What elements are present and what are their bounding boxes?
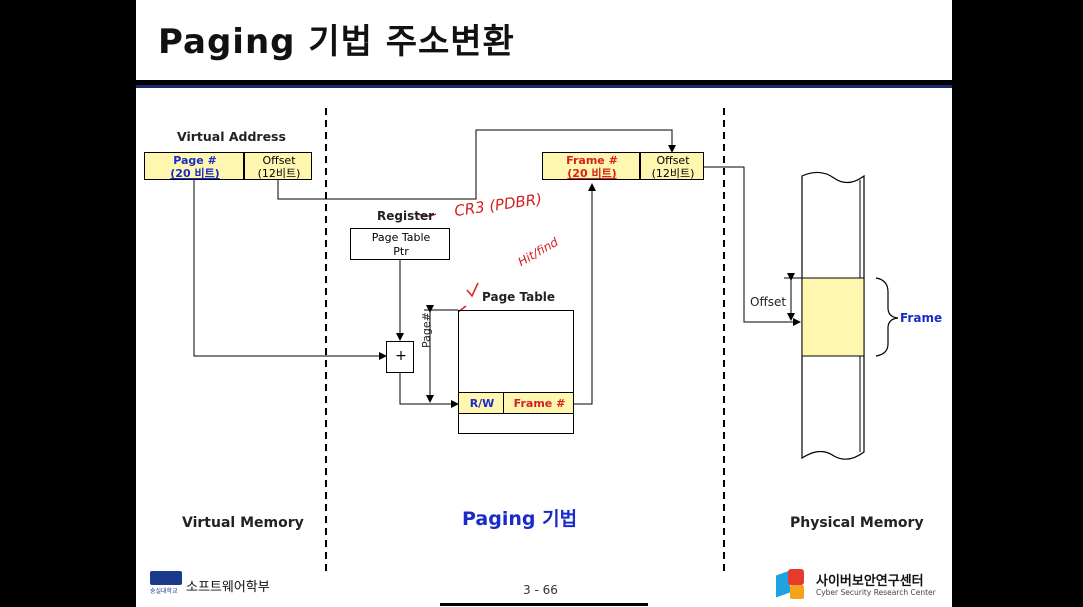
pt-rw-cell: R/W <box>458 392 504 414</box>
university-logo: 숭실대학교 <box>150 571 182 597</box>
research-center-logo <box>776 569 806 601</box>
page-index-label: Page# <box>420 312 433 348</box>
arrow-offset-to-physical <box>277 129 676 200</box>
research-center-name: 사이버보안연구센터 <box>816 574 924 589</box>
va-offset-field: Offset (12비트) <box>244 152 312 180</box>
page-table-ptr-box: Page Table Ptr <box>350 228 450 260</box>
pa-offset-field: Offset (12비트) <box>640 152 704 180</box>
frame-label: Frame <box>900 311 943 325</box>
page-number: 3 - 66 <box>523 583 558 597</box>
register-label: Register <box>377 209 435 223</box>
pt-frame-cell: Frame # <box>503 392 574 414</box>
arrow-physical-to-memory <box>704 166 801 326</box>
frame-brace <box>875 277 899 357</box>
arrow-adder-to-entry <box>399 373 459 408</box>
progress-line <box>440 603 648 606</box>
physical-frame-block <box>801 277 865 357</box>
virtual-memory-label: Virtual Memory <box>182 515 304 531</box>
page-table-label: Page Table <box>482 290 556 304</box>
pa-frame-field: Frame # (20 비트) <box>542 152 640 180</box>
virtual-address-label: Virtual Address <box>177 129 286 144</box>
title-rule-accent <box>136 85 952 88</box>
paging-label: Paging 기법 <box>462 508 578 530</box>
title-rule <box>136 80 952 85</box>
physical-memory-label: Physical Memory <box>790 515 924 531</box>
va-page-field: Page # (20 비트) <box>144 152 244 180</box>
department-name: 소프트웨어학부 <box>186 580 270 595</box>
handwritten-check <box>466 282 479 298</box>
handwritten-arrow <box>417 213 437 217</box>
arrow-page-to-adder <box>193 180 387 360</box>
adder-box: + <box>386 341 414 373</box>
page-table <box>458 310 574 434</box>
memory-offset-label: Offset <box>750 295 787 309</box>
research-center-subtitle: Cyber Security Research Center <box>816 588 936 597</box>
slide: Paging 기법 주소변환 <box>136 0 952 607</box>
arrow-frame-to-physical <box>574 183 596 405</box>
diagram-lines <box>193 108 899 572</box>
page-title: Paging 기법 주소변환 <box>158 22 515 62</box>
